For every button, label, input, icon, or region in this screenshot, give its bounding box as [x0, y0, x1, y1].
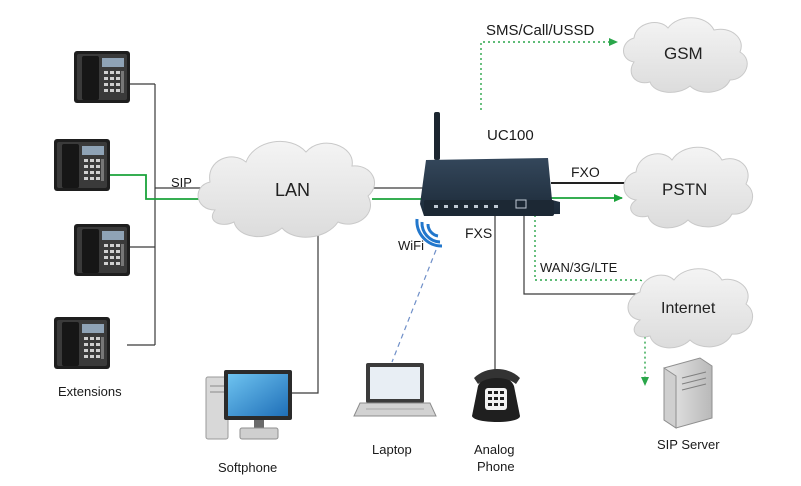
wire-softphone-lan [292, 225, 319, 394]
wifi-laptop-link [391, 249, 437, 363]
extensions-label: Extensions [58, 384, 122, 399]
server-tower-icon [663, 357, 713, 429]
cloud-icon [197, 17, 753, 349]
fxs-label: FXS [465, 225, 493, 241]
wifi-signal-icon [415, 218, 443, 248]
extensions-phones [54, 51, 130, 369]
ip-phone-1 [74, 51, 130, 103]
laptop-label: Laptop [372, 442, 412, 457]
desktop-computer-icon [205, 370, 292, 440]
gsm-dotted-path [480, 38, 618, 110]
analog-phone-label-line2: Phone [477, 459, 515, 474]
sip-server-label: SIP Server [657, 437, 720, 452]
ip-phone-3 [74, 224, 130, 276]
wifi-label: WiFi [398, 238, 424, 253]
ip-phone-4 [54, 317, 110, 369]
wan-label: WAN/3G/LTE [540, 260, 618, 275]
gsm-label: GSM [664, 44, 703, 63]
gsm-cloud [623, 17, 748, 93]
laptop-icon [353, 363, 437, 417]
softphone-label: Softphone [218, 460, 278, 475]
uc100-label: UC100 [487, 127, 534, 144]
lan-cloud [197, 140, 375, 238]
pstn-label: PSTN [662, 180, 708, 199]
sip-label: SIP [171, 175, 192, 190]
sip-signal-path [110, 174, 623, 202]
ip-phone-2 [54, 139, 110, 191]
lan-label: LAN [275, 180, 311, 200]
uc100-gateway-device [420, 112, 560, 216]
analog-phone-label-line1: Analog [474, 442, 515, 457]
fxo-label: FXO [571, 164, 600, 180]
sip-server-dotted-path [534, 205, 649, 386]
sms-call-ussd-label: SMS/Call/USSD [486, 22, 595, 39]
pstn-cloud [623, 146, 753, 229]
internet-label: Internet [661, 300, 716, 317]
wires [127, 83, 640, 394]
internet-cloud [627, 268, 753, 349]
wire-wan-internet [523, 205, 640, 295]
analog-telephone-icon [472, 369, 520, 422]
